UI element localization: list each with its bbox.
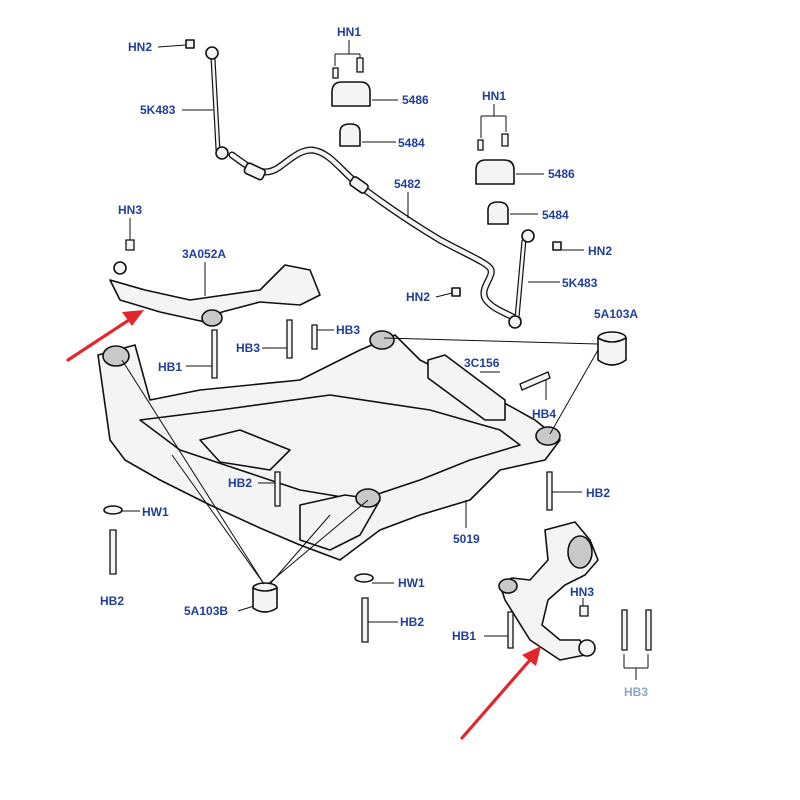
label-hn2-top: HN2 <box>128 40 152 54</box>
label-3a052a: 3A052A <box>182 247 226 261</box>
arrow-left <box>66 310 144 362</box>
label-5486-left: 5486 <box>402 93 429 107</box>
bracket-3c156 <box>427 354 551 421</box>
label-5484-left: 5484 <box>398 136 425 150</box>
bushing-5484-left <box>339 123 361 147</box>
label-5k483-right: 5K483 <box>562 276 598 290</box>
label-5a103a: 5A103A <box>594 307 638 321</box>
arrow-right <box>460 646 541 740</box>
label-hb2-right-top: HB2 <box>586 486 610 500</box>
bracket-5486-left <box>331 81 371 107</box>
bushing-5484-right <box>487 201 509 225</box>
label-hn3-left: HN3 <box>118 203 142 217</box>
label-hb2-left-mid: HB2 <box>228 476 252 490</box>
label-hw1-center: HW1 <box>398 576 425 590</box>
label-hn2-mid: HN2 <box>406 290 430 304</box>
label-hn1-right: HN1 <box>482 89 506 103</box>
leader-lines <box>121 337 599 585</box>
label-5k483-left: 5K483 <box>140 103 176 117</box>
washer-hw1-center <box>354 573 374 583</box>
bushing-5a103a <box>597 331 627 366</box>
label-hn1-left: HN1 <box>337 25 361 39</box>
lower-arm-3a052a <box>109 239 321 379</box>
label-hb2-center: HB2 <box>400 615 424 629</box>
stabilizer-link-left <box>185 39 229 160</box>
part-labels: HN2 5K483 HN1 5486 5484 5482 HN1 5486 54… <box>100 25 648 699</box>
bushing-5a103b <box>252 582 278 613</box>
mounting-bolts <box>103 471 553 643</box>
label-5486-right: 5486 <box>548 167 575 181</box>
label-hw1-left: HW1 <box>142 505 169 519</box>
label-hb1-right: HB1 <box>452 629 476 643</box>
stabilizer-link-right <box>451 229 562 329</box>
label-leaders <box>122 40 649 680</box>
nut-hn2-mid <box>451 287 461 297</box>
label-5484-right: 5484 <box>542 208 569 222</box>
label-hn3-right: HN3 <box>570 585 594 599</box>
nut-hn2-top <box>185 39 195 49</box>
bracket-5486-right <box>475 159 515 185</box>
label-hb3-b: HB3 <box>236 341 260 355</box>
lower-arm-right <box>498 521 652 661</box>
label-hb4: HB4 <box>532 407 556 421</box>
bracket-group-left <box>331 57 371 147</box>
stabilizer-bar-5482 <box>228 146 522 324</box>
nut-hn2-right <box>552 241 562 251</box>
washer-hw1-left <box>103 505 123 515</box>
label-5019: 5019 <box>453 532 480 546</box>
label-hb3-bottom: HB3 <box>624 685 648 699</box>
label-5482: 5482 <box>394 177 421 191</box>
label-hn2-right: HN2 <box>588 244 612 258</box>
label-3c156: 3C156 <box>464 356 500 370</box>
label-hb1-left: HB1 <box>158 360 182 374</box>
stabilizer-clamp-right <box>349 176 369 194</box>
label-5a103b: 5A103B <box>184 604 228 618</box>
bracket-group-right <box>475 133 515 225</box>
stabilizer-clamp-left <box>243 162 266 181</box>
label-hb3-a: HB3 <box>336 323 360 337</box>
label-hb2-left-bottom: HB2 <box>100 594 124 608</box>
